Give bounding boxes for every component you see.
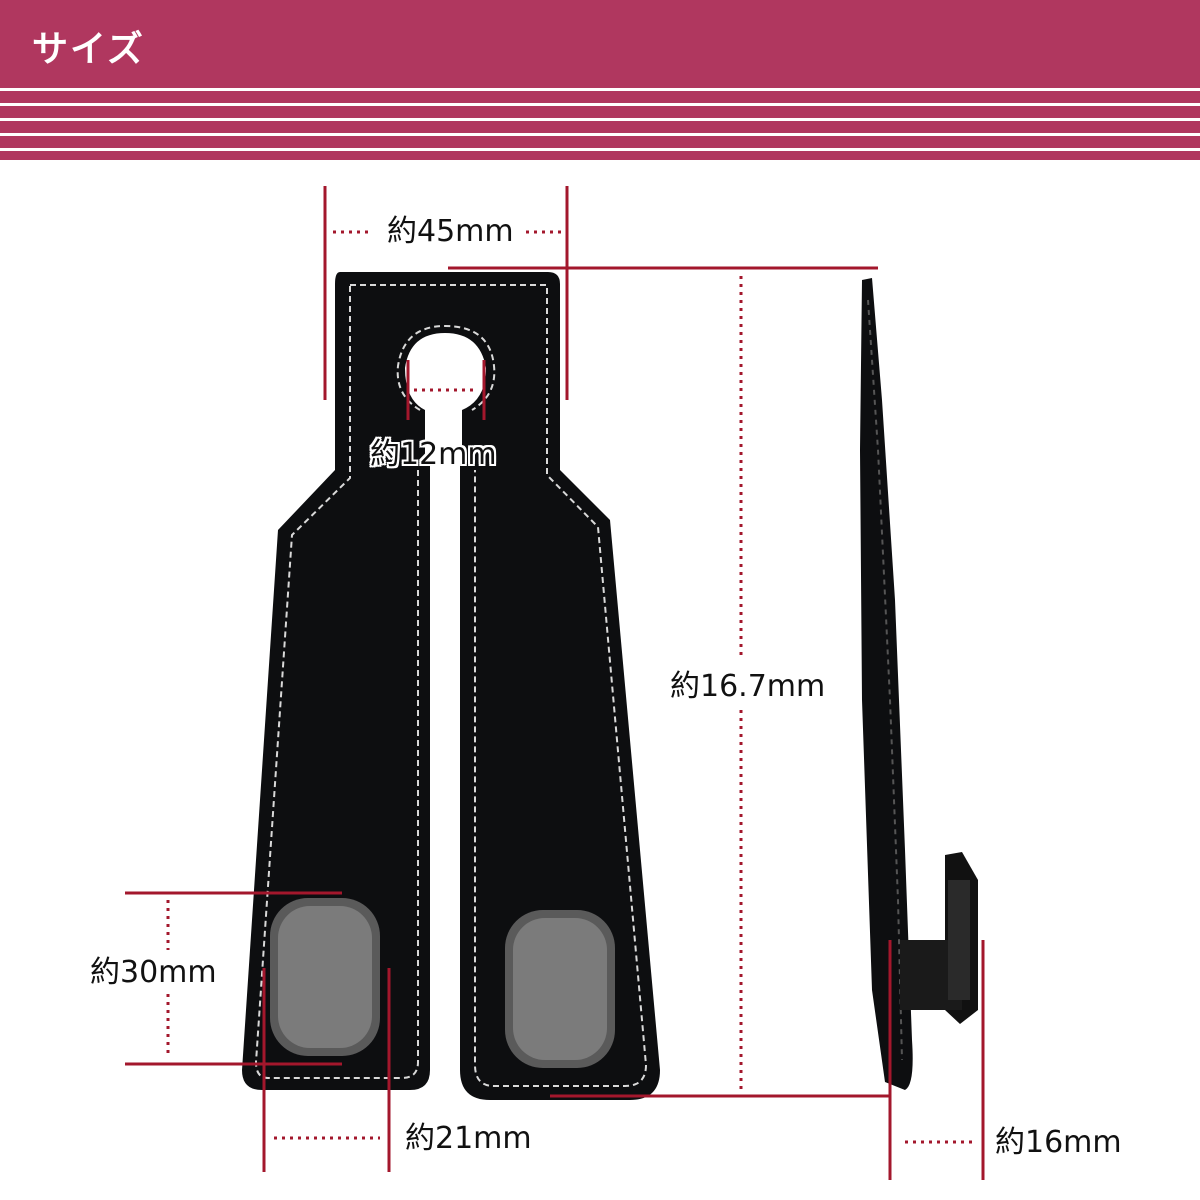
magnet-left [270, 898, 380, 1056]
side-strap-body [860, 278, 913, 1090]
label-hole: 約12mm [370, 437, 497, 472]
header-stripe [0, 88, 1200, 91]
label-magnet-width: 約21mm [405, 1121, 532, 1156]
label-length: 約16.7mm [670, 669, 826, 704]
strap-body [242, 272, 660, 1100]
header-stripe [0, 148, 1200, 151]
section-title: サイズ [32, 29, 145, 70]
label-side-depth: 約16mm [995, 1125, 1122, 1160]
dimension-lines [125, 186, 985, 1180]
strap-front-view [242, 272, 660, 1100]
magnet-right [505, 910, 615, 1068]
label-width-top: 約45mm [387, 214, 514, 249]
side-strap-stitching [867, 299, 903, 1061]
strap-side-view [860, 278, 978, 1090]
header-stripe [0, 118, 1200, 121]
label-magnet-height: 約30mm [90, 955, 217, 990]
header-stripe [0, 133, 1200, 136]
side-magnet [900, 852, 978, 1024]
section-header: サイズ [0, 0, 1200, 160]
header-stripe [0, 103, 1200, 106]
